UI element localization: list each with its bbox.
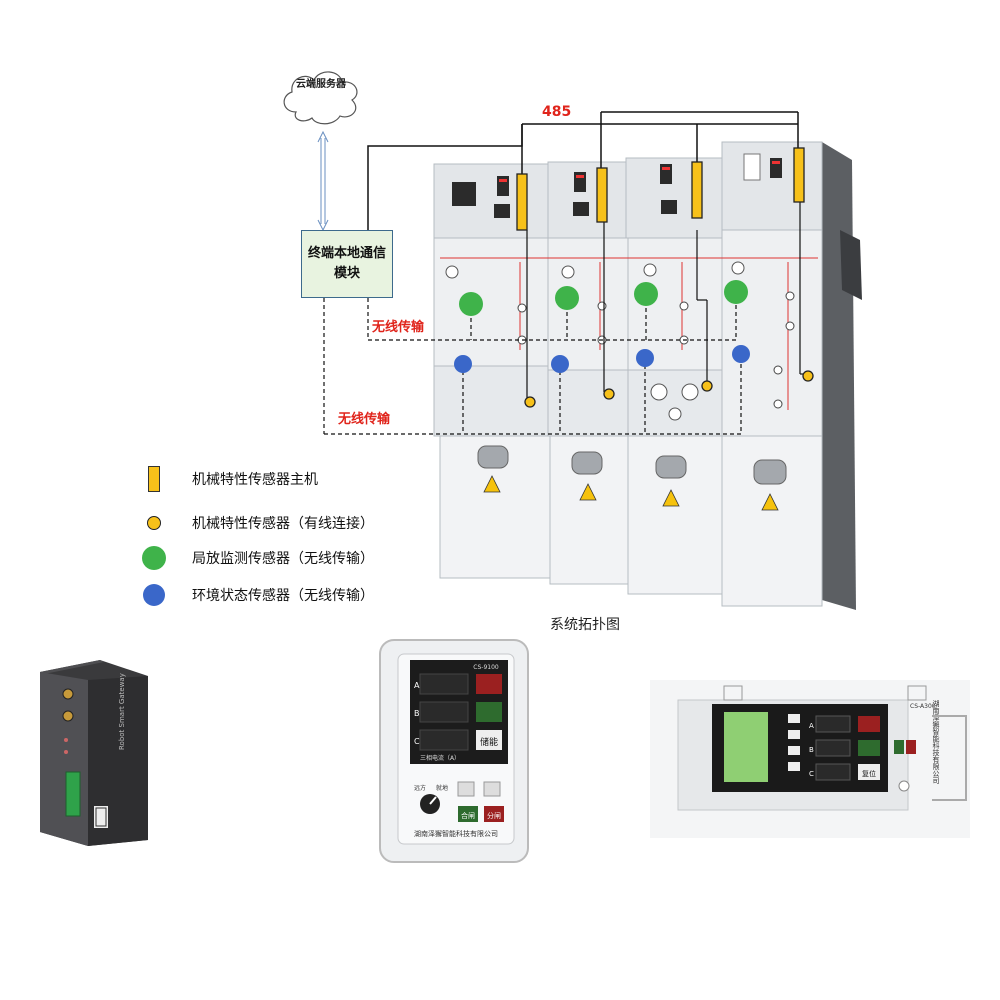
row-b-label: B [414,709,420,718]
env-sensor-1 [454,355,472,373]
env-sensor-3 [636,349,654,367]
pd-sensor-2 [555,286,579,310]
env-sensor-2 [551,355,569,373]
open-button-label: 分闸 [487,811,501,820]
env-sensor-symbol-icon [143,584,165,606]
pd-sensor-1 [459,292,483,316]
cloud-label: 云端服务器 [296,79,346,90]
legend-label-env: 环境状态传感器（无线传输） [192,588,374,604]
monitor-row-b: B [809,746,814,754]
module-label: 终端本地通信模块 [308,246,387,281]
diagram-caption: 系统拓扑图 [550,617,620,633]
host-symbol-icon [148,466,160,492]
pd-sensor-symbol-icon [142,546,166,570]
mechanical-host-markers [516,147,805,231]
legend-label-pd: 局放监测传感器（无线传输） [192,551,374,567]
wired-sensor-3 [701,380,713,392]
wired-sensor-markers [524,370,814,408]
monitor-model-text: CS-A300 [910,703,936,710]
wired-sensor-symbol-icon [147,516,161,530]
knob-right-label: 就地 [436,784,448,792]
env-sensor-markers [454,345,750,373]
mechanical-host-4 [793,147,805,203]
controller-model-text: CS-9100 [473,664,499,671]
current-label-text: 三相电流（A） [420,754,460,762]
knob-left-label: 远方 [414,784,426,792]
pd-sensor-markers [459,280,748,316]
wired-sensor-lines [526,202,807,400]
pd-sensor-3 [634,282,658,306]
gateway-brand-text: Robot Smart Gateway [118,673,126,750]
env-sensor-4 [732,345,750,363]
row-a-label: A [414,681,420,690]
monitor-device: 复位 A B C CS-A300 湖南泽獬智能科技有限公司 [650,680,970,838]
legend-item-pd: 局放监测传感器（无线传输） [142,545,374,571]
legend-item-env: 环境状态传感器（无线传输） [143,582,374,608]
pd-sensor-4 [724,280,748,304]
row-c-label: C [414,737,420,746]
wireless-label-2: 无线传输 [338,412,391,427]
communication-module: 终端本地通信模块 [301,230,393,298]
monitor-row-a: A [809,722,814,730]
legend-item-wired: 机械特性传感器（有线连接） [145,510,374,536]
gateway-device: Robot Smart Gateway [40,660,148,846]
wireless-label-1: 无线传输 [372,320,425,335]
legend-label-host: 机械特性传感器主机 [192,472,318,488]
rs485-label: 485 [542,104,572,120]
mechanical-host-2 [596,167,608,223]
legend-item-host: 机械特性传感器主机 [145,466,318,492]
monitor-maker-text: 湖南泽獬智能科技有限公司 [932,699,940,784]
switchgear-cabinet [433,141,862,610]
mechanical-host-3 [691,161,703,219]
wired-sensor-2 [603,388,615,400]
mechanical-host-1 [516,173,528,231]
wired-sensor-4 [802,370,814,382]
store-button-label: 储能 [480,736,498,748]
wireless-dashed-lines [323,292,742,435]
controller-device: 储能 CS-9100 三相电流（A） A B C 合闸 分闸 远方 就地 湖南泽… [379,639,529,863]
cloud-icon [283,71,358,125]
wired-sensor-1 [524,396,536,408]
rs485-bus-lines [367,111,799,230]
close-button-label: 合闸 [461,811,475,820]
legend-label-wired: 机械特性传感器（有线连接） [192,516,374,532]
monitor-row-c: C [809,770,814,778]
reset-button-label: 复位 [862,769,876,778]
controller-maker-text: 湖南泽獬智能科技有限公司 [414,829,498,838]
cloud-link-arrow [317,130,329,232]
